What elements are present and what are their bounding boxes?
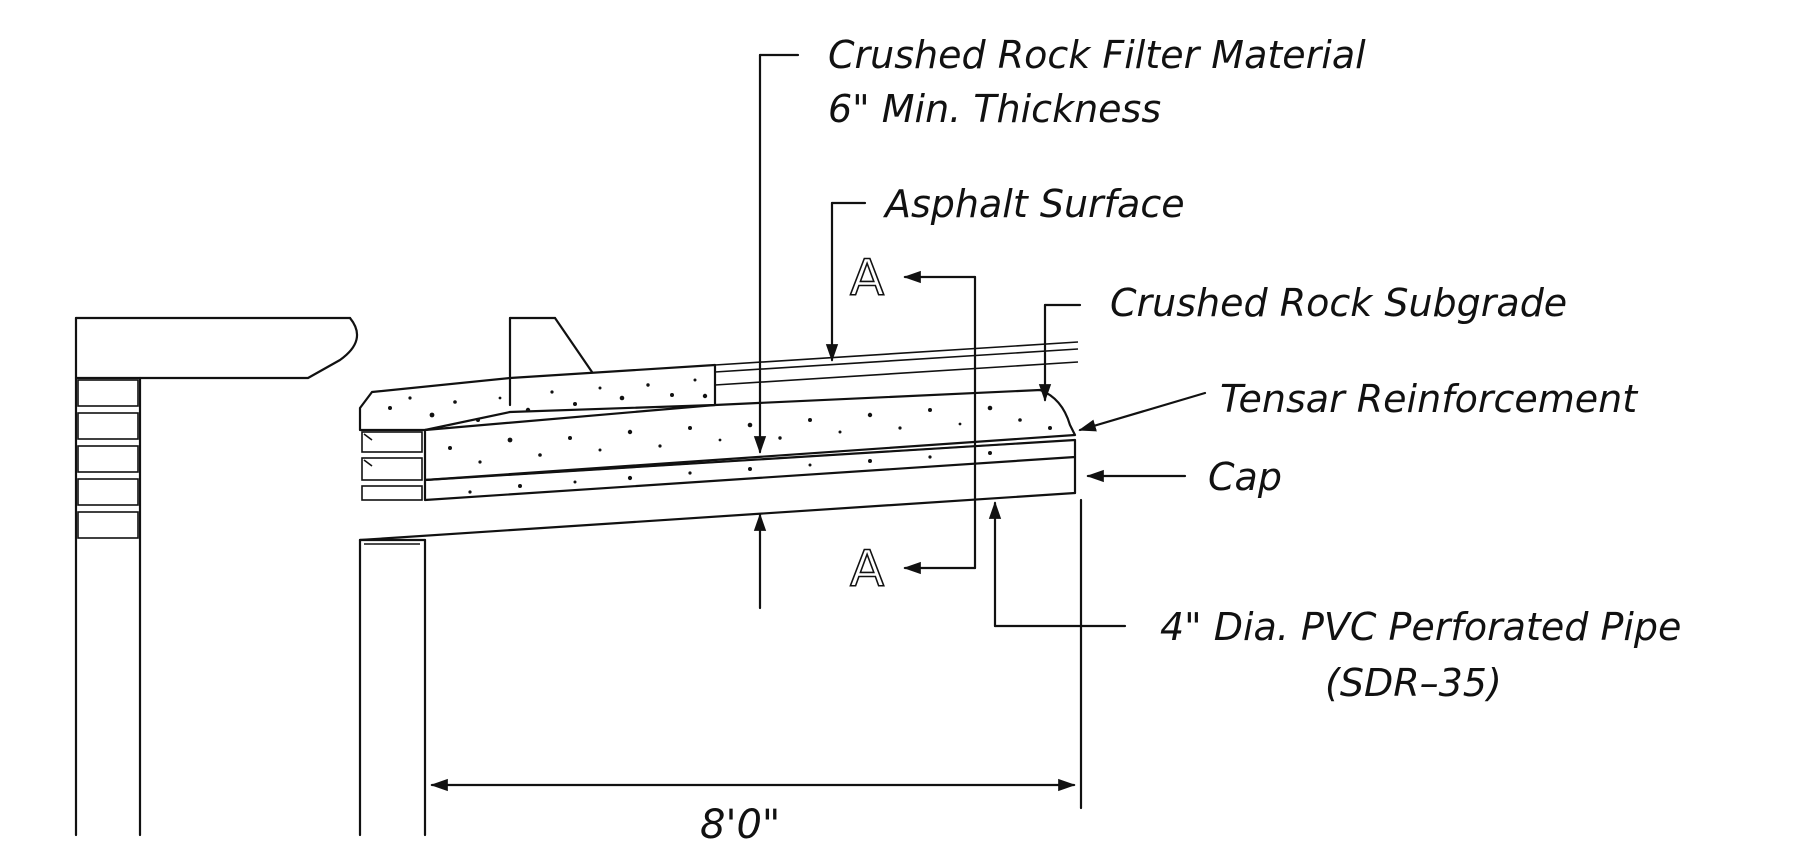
dimension-label: 8'0": [700, 802, 780, 848]
section-label-top: A: [850, 249, 884, 307]
right-pier: [358, 538, 427, 837]
section-cut-line: [903, 270, 977, 575]
filter-leader: [753, 53, 800, 454]
pipe-leader: [988, 501, 1127, 628]
subgrade-label: Crushed Rock Subgrade: [1110, 281, 1567, 325]
left-wall: [74, 316, 359, 837]
pipe-label-line2: (SDR–35): [1325, 661, 1502, 705]
asphalt-label: Asphalt Surface: [882, 182, 1185, 226]
dimension-line: [430, 498, 1083, 810]
pipe-label-line1: 4" Dia. PVC Perforated Pipe: [1160, 605, 1681, 649]
tensar-leader: [1078, 391, 1207, 432]
parapet-post: [508, 316, 594, 407]
subgrade-layer: [423, 388, 1077, 482]
tensar-label: Tensar Reinforcement: [1220, 377, 1639, 421]
filter-label-line2: 6" Min. Thickness: [828, 87, 1161, 131]
aggregate-stipple: [388, 378, 1052, 494]
wall-block-courses: [77, 379, 139, 539]
cap-label: Cap: [1208, 455, 1282, 499]
section-label-bottom: A: [850, 540, 884, 598]
filter-label-line1: Crushed Rock Filter Material: [828, 33, 1366, 77]
subgrade-leader: [1038, 303, 1082, 402]
asphalt-leader: [825, 201, 867, 362]
pavement-section: [358, 341, 1079, 542]
